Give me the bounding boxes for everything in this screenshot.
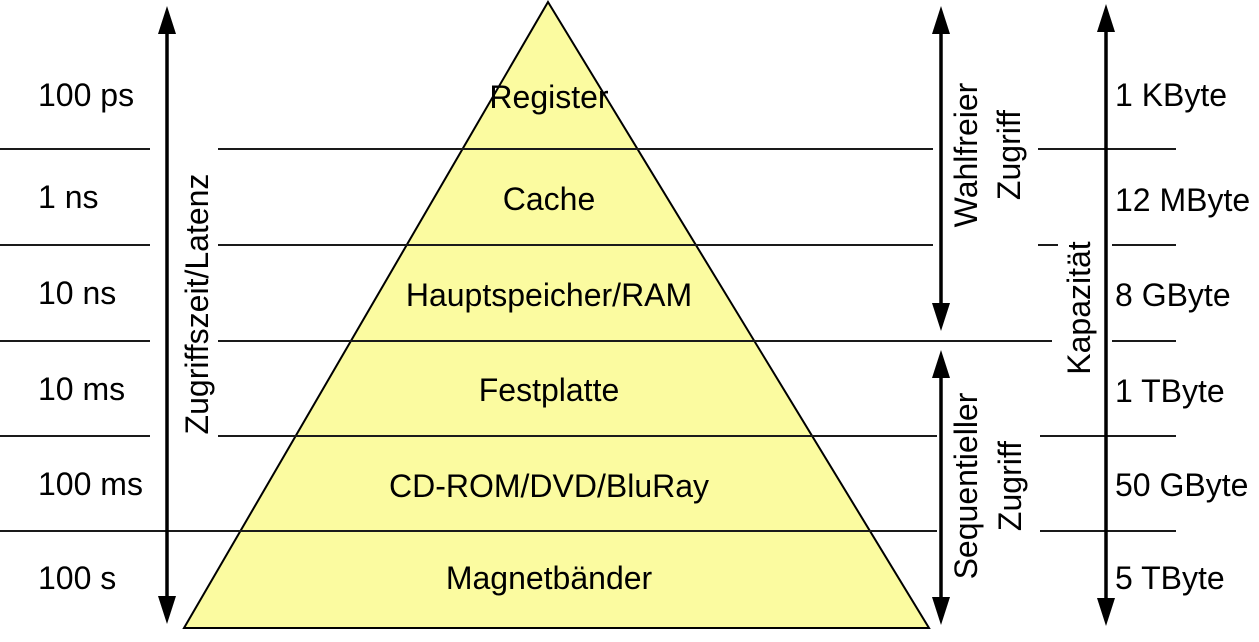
pyramid-shape [182, 0, 931, 629]
random-access-label-line1: Wahlfreier [948, 82, 984, 227]
capacity-value-12mbyte: 12 MByte [1115, 182, 1250, 218]
capacity-axis-arrow [1097, 4, 1115, 626]
layer-hauptspeicher: Hauptspeicher/RAM [406, 277, 692, 313]
latency-value-100ps: 100 ps [38, 77, 134, 113]
capacity-value-1kbyte: 1 KByte [1115, 77, 1227, 113]
layer-magnetbaender: Magnetbänder [446, 560, 653, 596]
capacity-value-1tbyte: 1 TByte [1115, 373, 1225, 409]
sequential-access-arrow [932, 350, 950, 625]
latency-axis-arrow [158, 6, 176, 624]
latency-value-10ns: 10 ns [38, 275, 116, 311]
latency-value-100ms: 100 ms [38, 466, 143, 502]
random-access-label-line2: Zugriff [991, 110, 1027, 200]
layer-cache: Cache [503, 181, 596, 217]
random-access-arrow [932, 6, 950, 331]
sequential-access-label-line2: Zugriff [992, 441, 1028, 531]
layer-cdrom: CD-ROM/DVD/BluRay [389, 468, 709, 504]
latency-value-10ms: 10 ms [38, 371, 125, 407]
latency-value-100s: 100 s [38, 560, 116, 596]
capacity-value-50gbyte: 50 GByte [1115, 467, 1248, 503]
capacity-value-5tbyte: 5 TByte [1115, 560, 1225, 596]
sequential-access-label-line1: Sequentieller [948, 392, 984, 579]
capacity-value-8gbyte: 8 GByte [1115, 277, 1231, 313]
layer-festplatte: Festplatte [479, 372, 620, 408]
latency-axis-label: Zugriffszeit/Latenz [179, 174, 215, 435]
capacity-axis-label: Kapazität [1061, 241, 1097, 375]
latency-value-1ns: 1 ns [38, 179, 98, 215]
layer-register: Register [489, 79, 609, 115]
